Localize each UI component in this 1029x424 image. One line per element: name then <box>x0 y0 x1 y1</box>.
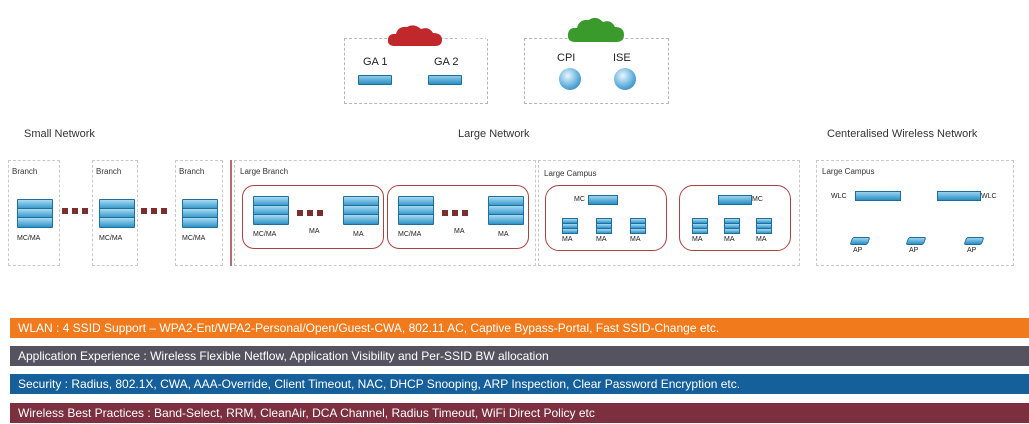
large-branch-label: Large Branch <box>240 167 289 176</box>
central-campus-label: Large Campus <box>822 167 875 176</box>
switch-icon <box>488 196 524 230</box>
feature-bar-security: Security : Radius, 802.1X, CWA, AAA-Over… <box>10 374 1029 394</box>
switch-label: MA <box>498 231 509 238</box>
cpi-server-icon <box>559 68 581 90</box>
large-network-title: Large Network <box>458 128 530 140</box>
controller-icon <box>718 195 752 205</box>
switch-icon <box>253 196 289 230</box>
ma-label: MA <box>692 236 703 243</box>
feature-bar-wlan: WLAN : 4 SSID Support – WPA2-Ent/WPA2-Pe… <box>10 318 1029 338</box>
wlc-label: WLC <box>981 193 997 200</box>
branch-panel: Branch MC/MA <box>175 160 223 266</box>
ma-label: MA <box>756 236 767 243</box>
ise-server-icon <box>614 68 636 90</box>
campus-group: MC MA MA MA <box>679 185 791 251</box>
large-campus-panel: Large Campus MC MA MA MA MC MA MA MA <box>538 160 800 266</box>
switch-label: MC/MA <box>182 235 206 242</box>
large-branch-panel: Large Branch MC/MA MA MA MC/MA MA MA <box>234 160 536 266</box>
ga2-label: GA 2 <box>434 56 459 68</box>
wlc-icon <box>855 191 901 201</box>
ise-label: ISE <box>613 52 631 64</box>
ap-label: AP <box>967 247 977 254</box>
switch-icon <box>17 199 53 233</box>
switch-icon <box>724 218 740 234</box>
large-campus-label: Large Campus <box>544 169 597 178</box>
branch-label: Branch <box>12 167 38 176</box>
branch-label: Branch <box>96 167 122 176</box>
controller-icon <box>588 195 618 205</box>
dc-box <box>524 38 669 104</box>
switch-icon <box>596 218 612 234</box>
dc-cloud-icon: DC <box>565 16 665 44</box>
wlc-label: WLC <box>831 193 847 200</box>
ga1-device-icon <box>358 75 392 85</box>
ap-label: AP <box>909 247 919 254</box>
switch-label: MC/MA <box>17 235 41 242</box>
link-dots <box>442 208 472 219</box>
feature-bar-best-practices: Wireless Best Practices : Band-Select, R… <box>10 403 1029 423</box>
branch-panel: Branch MC/MA <box>8 160 60 266</box>
separator-line <box>230 160 232 266</box>
switch-icon <box>562 218 578 234</box>
switch-label: MC/MA <box>398 231 422 238</box>
switch-icon <box>398 196 434 230</box>
link-dots <box>141 206 171 217</box>
dc-label: DC <box>650 25 666 36</box>
mc-label: MC <box>752 196 763 203</box>
ma-label: MA <box>596 236 607 243</box>
switch-icon <box>182 199 218 233</box>
internet-label: Internet <box>456 31 494 42</box>
small-network-title: Small Network <box>24 128 95 140</box>
mc-label: MC <box>574 196 585 203</box>
switch-icon <box>99 199 135 233</box>
ma-label: MA <box>562 236 573 243</box>
ma-label: MA <box>630 236 641 243</box>
central-network-title: Centeralised Wireless Network <box>827 128 978 140</box>
ga1-label: GA 1 <box>363 56 388 68</box>
cpi-label: CPI <box>557 52 576 64</box>
branch-panel: Branch MC/MA <box>92 160 138 266</box>
internet-cloud-icon: Internet <box>385 24 493 48</box>
switch-icon <box>343 196 379 230</box>
switch-label: MC/MA <box>253 231 277 238</box>
switch-label: MA <box>353 231 364 238</box>
access-point-icon <box>849 237 871 245</box>
link-dots <box>62 206 92 217</box>
campus-group: MC MA MA MA <box>545 185 667 251</box>
wlc-icon <box>937 191 981 201</box>
central-campus-panel: Large Campus WLC WLC AP AP AP <box>816 160 1014 266</box>
ga2-device-icon <box>428 75 462 85</box>
ma-label: MA <box>454 228 465 235</box>
branch-group: MC/MA MA MA <box>242 185 384 249</box>
access-point-icon <box>963 237 985 245</box>
access-point-icon <box>905 237 927 245</box>
ma-label: MA <box>309 228 320 235</box>
link-dots <box>297 208 327 219</box>
ap-label: AP <box>853 247 863 254</box>
switch-label: MC/MA <box>99 235 123 242</box>
branch-label: Branch <box>179 167 205 176</box>
switch-icon <box>692 218 708 234</box>
feature-bar-application: Application Experience : Wireless Flexib… <box>10 346 1029 366</box>
branch-group: MC/MA MA MA <box>387 185 529 249</box>
switch-icon <box>630 218 646 234</box>
ma-label: MA <box>724 236 735 243</box>
switch-icon <box>756 218 772 234</box>
